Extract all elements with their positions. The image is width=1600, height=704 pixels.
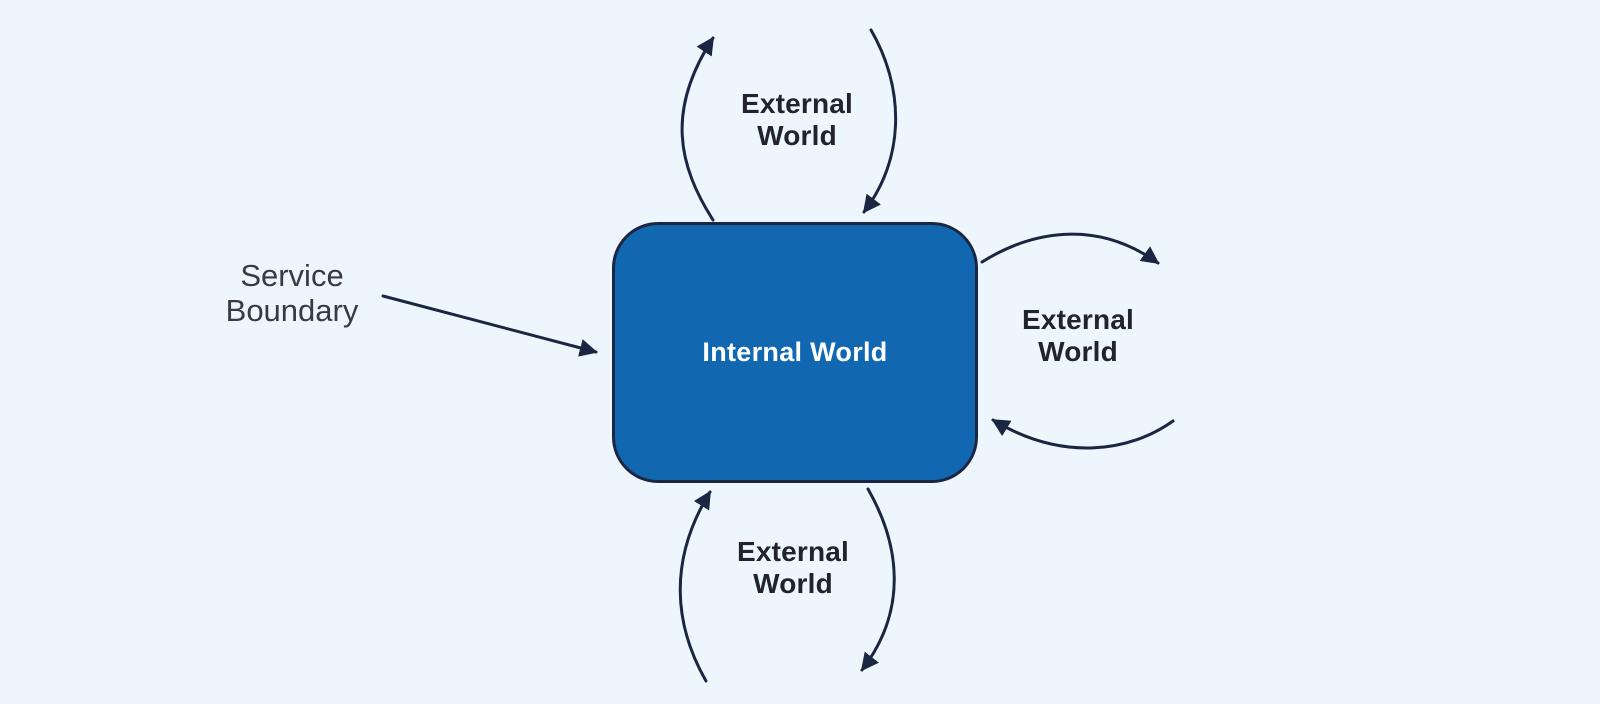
service-boundary-pointer-icon [381,294,598,357]
external-world-label-right: External World [1021,304,1135,367]
arrow-outflow-bottom-icon [860,487,896,672]
arrow-inflow-right-icon [991,418,1175,450]
external-world-label-top: External World [740,88,854,151]
arrow-outflow-right-icon [980,232,1160,265]
service-boundary-label: Service Boundary [225,258,359,328]
internal-world-node: Internal World [612,222,978,483]
external-world-label-bottom: External World [736,536,850,599]
arrow-outflow-top-icon [680,36,715,222]
arrow-inflow-bottom-icon [678,490,712,683]
internal-world-label: Internal World [702,337,888,367]
arrow-inflow-top-icon [862,28,898,214]
